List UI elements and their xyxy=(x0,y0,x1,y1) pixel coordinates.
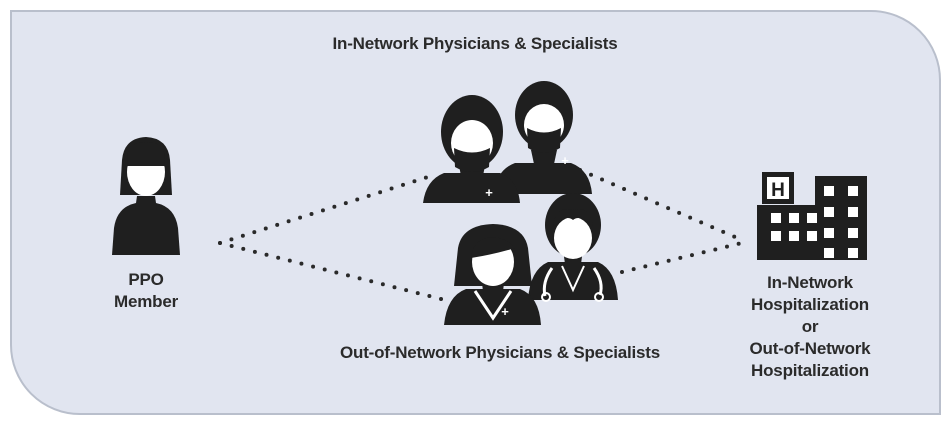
member-label-line-1: PPO xyxy=(128,270,164,289)
connector-member-to-in-network xyxy=(218,175,430,245)
ppo-member-label: PPO Member xyxy=(96,269,196,313)
svg-text:+: + xyxy=(561,153,569,168)
dotted-connectors xyxy=(218,168,744,302)
in-network-physician-icon-1: + xyxy=(423,95,520,203)
hospital-label-line-5: Hospitalization xyxy=(751,361,869,380)
member-label-line-2: Member xyxy=(114,292,178,311)
hospital-label-line-4: Out-of-Network xyxy=(749,339,871,358)
hospital-icon: H xyxy=(757,172,867,260)
svg-text:+: + xyxy=(501,304,509,319)
in-network-physicians-label: In-Network Physicians & Specialists xyxy=(332,34,618,53)
connector-member-to-out-network xyxy=(218,241,447,302)
member-icon xyxy=(112,137,180,255)
out-network-physicians-label: Out-of-Network Physicians & Specialists xyxy=(339,343,660,362)
hospitalization-label: In-Network Hospitalization or Out-of-Net… xyxy=(730,272,890,382)
hospital-sign-icon: H xyxy=(771,180,785,201)
hospital-label-line-2: Hospitalization xyxy=(751,295,869,314)
connector-in-network-to-hospital xyxy=(578,168,744,242)
out-network-doctor-icon xyxy=(528,193,618,302)
connector-out-network-to-hospital xyxy=(620,241,744,274)
in-network-physician-icon-2: + xyxy=(494,81,592,194)
hospital-label-line-3: or xyxy=(801,317,819,336)
svg-text:+: + xyxy=(485,185,493,200)
hospital-label-line-1: In-Network xyxy=(767,273,853,292)
out-network-female-doctor-icon: + xyxy=(444,224,541,325)
